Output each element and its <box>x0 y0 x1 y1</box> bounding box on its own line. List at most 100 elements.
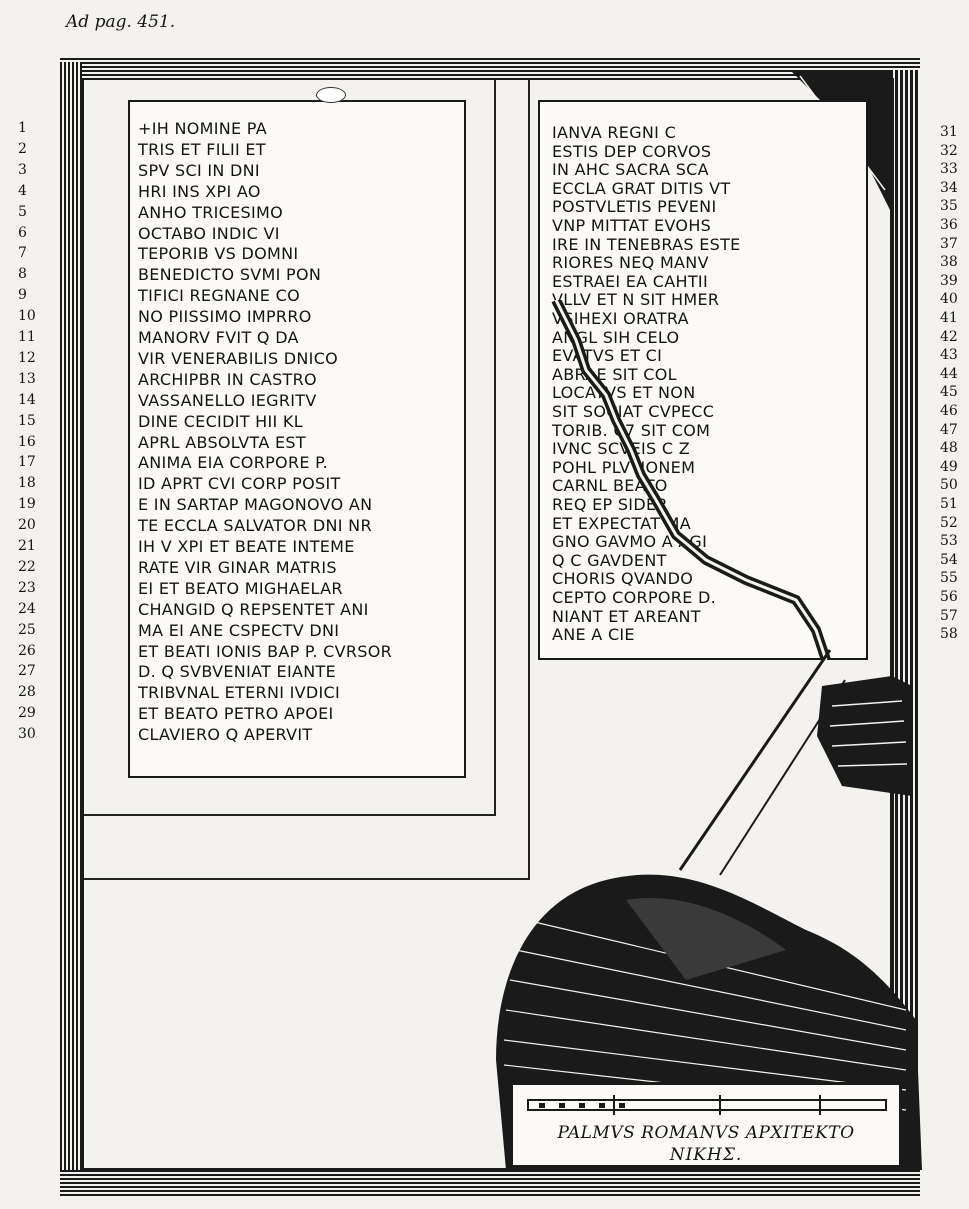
engraving-inner-border <box>82 78 894 1170</box>
inscription-line: VIR VENERABILIS DNICO <box>138 348 339 368</box>
line-number: 48 <box>940 440 958 457</box>
inscription-line: EI ET BEATO MIGHAELAR <box>138 578 343 598</box>
inscription-line: GNO GAVMO A AGI <box>552 532 708 552</box>
line-number: 47 <box>940 421 958 438</box>
line-number: 56 <box>940 589 958 605</box>
inscription-line: REQ EP SIDER <box>552 495 668 514</box>
line-number: 1 <box>18 120 27 136</box>
frame-right-border <box>890 70 920 1190</box>
inscription-line: POHL PLVTIONEM <box>552 457 696 477</box>
line-number: 27 <box>18 663 36 680</box>
inscription-line: ECCLA GRAT DITIS VT <box>552 178 731 198</box>
line-number: 54 <box>940 551 958 568</box>
scale-bar <box>527 1095 887 1115</box>
inscription-line: ABRAE SIT COL <box>552 364 677 384</box>
scale-caption-line-2: NIKHΣ. <box>669 1145 743 1165</box>
line-number: 31 <box>940 124 958 140</box>
inscription-line: IN AHC SACRA SCA <box>552 160 709 180</box>
line-number: 13 <box>18 370 36 387</box>
inscription-line: MA EI ANE CSPECTV DNI <box>138 620 340 640</box>
ornament-icon <box>316 87 346 103</box>
inscription-line: SPV SCI IN DNI <box>138 160 260 180</box>
line-number: 4 <box>18 182 27 199</box>
inscription-line: VNP MITTAT EVOHS <box>552 216 712 235</box>
inscription-line: D. Q SVBVENIAT EIANTE <box>138 662 336 682</box>
inscription-line: +IH NOMINE PA <box>138 119 267 138</box>
inscription-line: POSTVLETIS PEVENI <box>552 197 717 217</box>
page-reference: Ad pag. 451. <box>66 12 176 32</box>
line-number: 24 <box>18 600 36 617</box>
line-number: 28 <box>18 684 36 701</box>
line-number: 3 <box>18 161 27 178</box>
inscription-line: LOCATVS ET NON <box>552 383 696 403</box>
inscription-line: ET EXPECTAT MA <box>552 513 692 533</box>
inscription-line: CARNL BEATO <box>552 476 668 496</box>
line-number: 44 <box>940 365 958 382</box>
inscription-line: ESTIS DEP CORVOS <box>552 141 712 161</box>
line-number: 53 <box>940 533 958 550</box>
inscription-line: APRL ABSOLVTA EST <box>138 432 306 452</box>
inscription-line: Q C GAVDENT <box>552 550 667 570</box>
line-number: 40 <box>940 291 958 308</box>
inscription-line: CHANGID Q REPSENTET ANI <box>138 599 369 619</box>
inscription-line: TORIB. C7 SIT COM <box>552 420 711 440</box>
line-number: 7 <box>18 245 27 262</box>
inscription-line: ESTRAEI EA CAHTII <box>552 271 708 291</box>
inscription-line: TRIS ET FILII ET <box>138 139 266 159</box>
line-number: 23 <box>18 579 36 596</box>
inscription-line: TRIBVNAL ETERNI IVDICI <box>138 683 341 703</box>
line-number: 18 <box>18 475 36 492</box>
inscription-line: HRI INS XPI AO <box>138 181 261 201</box>
scale-box: PALMVS ROMANVS APXITEKTO NIKHΣ. <box>510 1082 902 1168</box>
inscription-line: NIANT ET AREANT <box>552 606 701 626</box>
line-number: 33 <box>940 161 958 178</box>
frame-top-border <box>60 58 920 78</box>
inscription-line: VSIHEXI ORATRA <box>552 309 689 328</box>
inscription-line: RIORES NEQ MANV <box>552 253 709 273</box>
line-number: 26 <box>18 642 36 659</box>
line-number: 21 <box>18 538 36 554</box>
line-number: 5 <box>18 203 27 220</box>
inscription-line: EVATVS ET CI <box>552 346 663 366</box>
line-number: 17 <box>18 454 36 471</box>
left-inscription-panel <box>128 100 466 778</box>
inscription-line: VLLV ET N SIT HMER <box>552 290 720 310</box>
inscription-line: DINE CECIDIT HII KL <box>138 411 303 431</box>
inscription-line: TIFICI REGNANE CO <box>138 286 300 306</box>
line-number: 58 <box>940 626 958 643</box>
line-number: 19 <box>18 496 36 513</box>
line-number: 16 <box>18 433 36 450</box>
inscription-line: ID APRT CVI CORP POSIT <box>138 474 341 494</box>
line-number: 36 <box>940 217 958 233</box>
inscription-line: ANGL SIH CELO <box>552 327 680 347</box>
inscription-line: CHORIS QVANDO <box>552 569 694 589</box>
line-number: 12 <box>18 349 36 366</box>
inscription-line: IANVA REGNI C <box>552 123 677 142</box>
line-number: 55 <box>940 570 958 587</box>
line-number: 25 <box>18 621 36 638</box>
line-number: 52 <box>940 514 958 531</box>
line-number: 51 <box>940 496 958 512</box>
frame-bottom-border <box>60 1170 920 1196</box>
inscription-line: VASSANELLO IEGRITV <box>138 390 317 410</box>
inscription-line: IVNC SCVEIS C Z <box>552 439 690 459</box>
line-number: 2 <box>18 140 27 157</box>
inscription-line: BENEDICTO SVMI PON <box>138 265 322 285</box>
line-number: 35 <box>940 198 958 215</box>
line-number: 22 <box>18 558 36 575</box>
inscription-line: CLAVIERO Q APERVIT <box>138 725 313 745</box>
inscription-line: CEPTO CORPORE D. <box>552 588 717 607</box>
inscription-line: IRE IN TENEBRAS ESTE <box>552 234 741 254</box>
line-number: 49 <box>940 458 958 475</box>
line-number: 50 <box>940 477 958 494</box>
inscription-line: SIT SOCIAT CVPECC <box>552 402 715 421</box>
line-number: 57 <box>940 607 958 624</box>
left-slab-inner-outline <box>84 80 496 816</box>
line-number: 30 <box>18 726 36 743</box>
line-number: 41 <box>940 310 958 326</box>
inscription-line: ANE A CIE <box>552 625 635 645</box>
inscription-line: E IN SARTAP MAGONOVO AN <box>138 495 373 515</box>
inscription-line: ARCHIPBR IN CASTRO <box>138 369 317 389</box>
line-number: 14 <box>18 391 36 408</box>
inscription-line: ANIMA EIA CORPORE P. <box>138 453 329 473</box>
